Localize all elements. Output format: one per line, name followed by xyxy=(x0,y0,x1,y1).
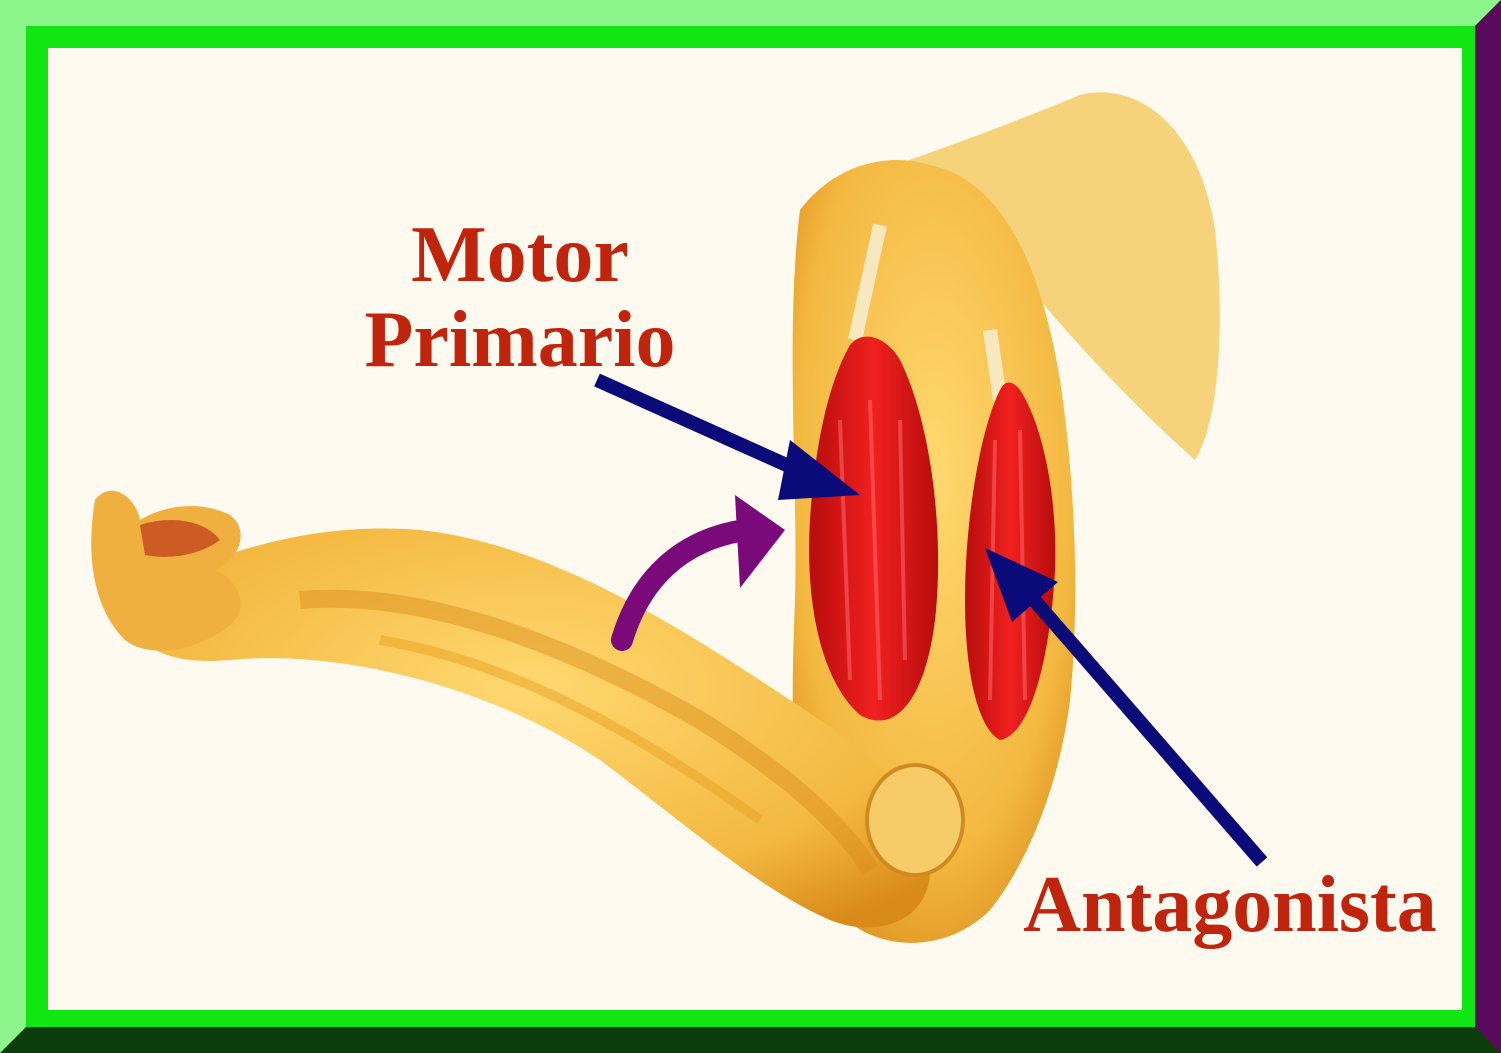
outer-bevel-right xyxy=(1475,0,1501,1053)
prime-mover-label-line2: Primario xyxy=(340,300,700,380)
triceps-tendon xyxy=(990,330,1000,400)
antagonist-label: Antagonista xyxy=(1000,865,1460,945)
prime-mover-label-line1: Motor xyxy=(360,215,680,295)
elbow xyxy=(867,765,963,875)
